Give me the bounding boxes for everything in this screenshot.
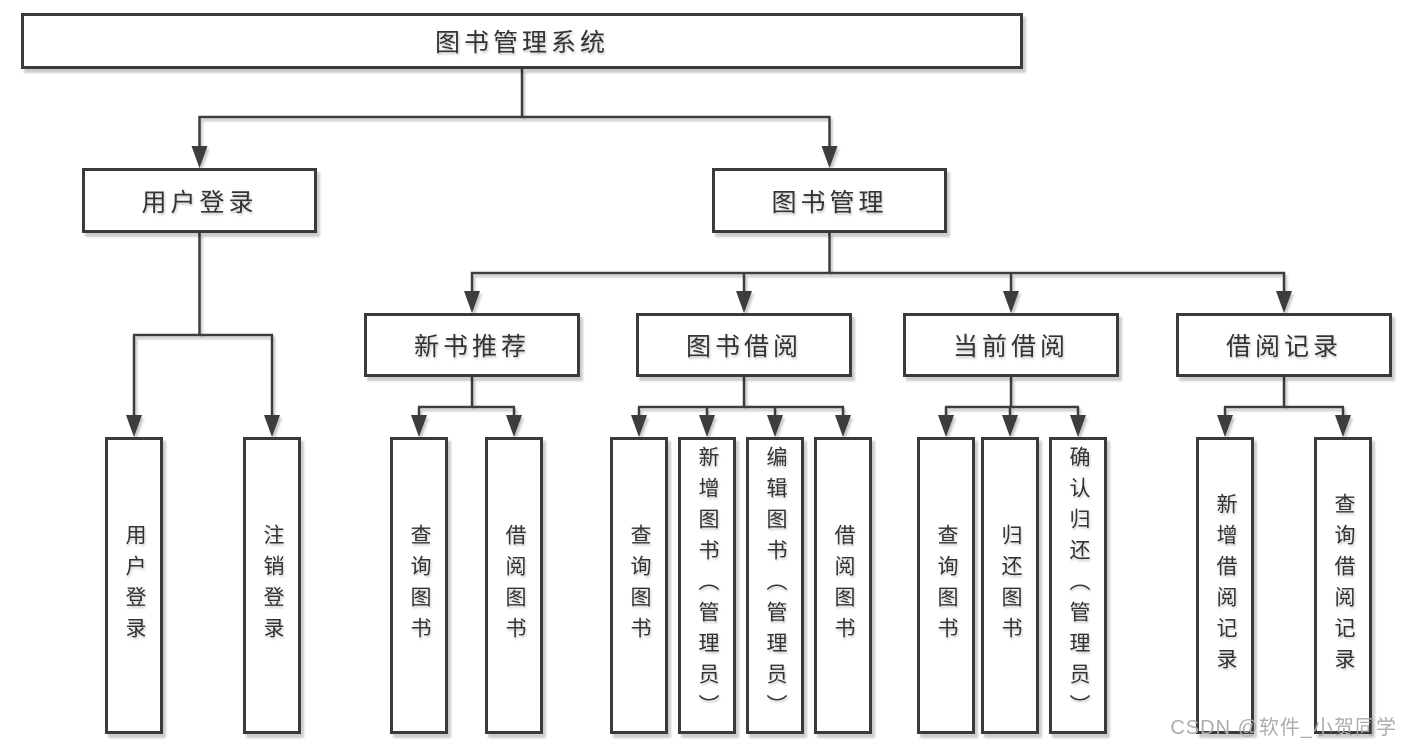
leaf-user-login-label: 用户登录 xyxy=(123,523,146,648)
connector-user-login-subtree xyxy=(132,233,274,419)
leaf-borrow-books-label: 借阅图书 xyxy=(832,523,855,648)
leaf-return-books-label: 归还图书 xyxy=(999,523,1022,648)
leaf-return-books: 归还图书 xyxy=(981,437,1039,734)
arrowheads xyxy=(126,146,1351,437)
leaf-query-books-recommend-label: 查询图书 xyxy=(408,523,431,648)
node-book-management: 图书管理 xyxy=(712,168,947,233)
leaf-query-books-current: 查询图书 xyxy=(917,437,975,734)
node-user-login-label: 用户登录 xyxy=(141,188,258,217)
leaf-logout-label: 注销登录 xyxy=(261,523,284,648)
leaf-query-books-current-label: 查询图书 xyxy=(935,523,958,648)
leaf-query-books-borrow-label: 查询图书 xyxy=(628,523,651,648)
leaf-borrow-books: 借阅图书 xyxy=(814,437,872,734)
node-borrow-records-label: 借阅记录 xyxy=(1225,333,1342,361)
leaf-logout: 注销登录 xyxy=(243,437,301,734)
node-current-borrow: 当前借阅 xyxy=(903,313,1119,377)
connector-book-management-to-level3 xyxy=(470,233,1286,295)
node-new-book-recommend: 新书推荐 xyxy=(364,313,580,377)
leaf-edit-books-admin: 编辑图书（管理员） xyxy=(746,437,804,734)
node-current-borrow-label: 当前借阅 xyxy=(952,333,1069,361)
node-borrow-records: 借阅记录 xyxy=(1176,313,1392,377)
connector-root-to-level2 xyxy=(198,69,831,150)
leaf-query-books-recommend: 查询图书 xyxy=(390,437,448,734)
node-book-borrow: 图书借阅 xyxy=(636,313,852,377)
leaf-query-borrow-record: 查询借阅记录 xyxy=(1314,437,1372,734)
leaf-add-borrow-record-label: 新增借阅记录 xyxy=(1214,492,1237,679)
connector-borrow-records-subtree xyxy=(1223,377,1345,419)
connector-current-borrow-subtree xyxy=(944,377,1080,419)
leaf-confirm-return-admin-label: 确认归还（管理员） xyxy=(1067,446,1090,725)
leaf-borrow-books-recommend: 借阅图书 xyxy=(485,437,543,734)
node-book-management-system-label: 图书管理系统 xyxy=(434,29,609,57)
csdn-watermark: CSDN @软件_小贺同学 xyxy=(1170,717,1397,739)
leaf-borrow-books-recommend-label: 借阅图书 xyxy=(503,523,526,648)
node-book-borrow-label: 图书借阅 xyxy=(685,333,802,361)
node-user-login: 用户登录 xyxy=(82,168,317,233)
node-book-management-system: 图书管理系统 xyxy=(21,13,1023,69)
connector-new-book-subtree xyxy=(417,377,516,419)
leaf-user-login: 用户登录 xyxy=(105,437,163,734)
node-book-management-label: 图书管理 xyxy=(771,188,888,217)
leaf-add-books-admin: 新增图书（管理员） xyxy=(678,437,736,734)
leaf-edit-books-admin-label: 编辑图书（管理员） xyxy=(764,446,787,725)
connector-book-borrow-subtree xyxy=(637,377,845,419)
node-new-book-recommend-label: 新书推荐 xyxy=(413,333,530,361)
leaf-add-books-admin-label: 新增图书（管理员） xyxy=(696,446,719,725)
leaf-add-borrow-record: 新增借阅记录 xyxy=(1196,437,1254,734)
leaf-query-books-borrow: 查询图书 xyxy=(610,437,668,734)
leaf-query-borrow-record-label: 查询借阅记录 xyxy=(1332,492,1355,679)
leaf-confirm-return-admin: 确认归还（管理员） xyxy=(1049,437,1107,734)
